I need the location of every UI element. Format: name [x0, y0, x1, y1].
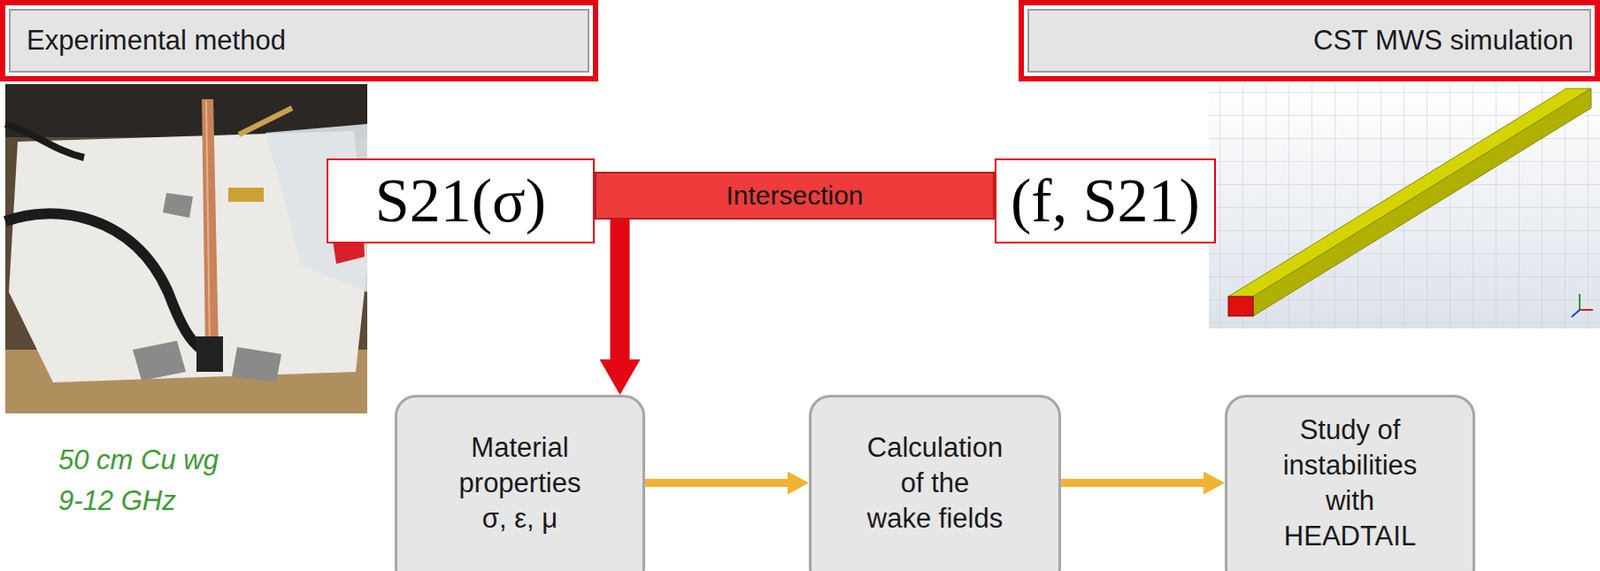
formula-box: S21(σ)	[326, 158, 595, 244]
node-text: S21(σ)	[375, 165, 547, 237]
intersection-bar: Intersection	[594, 171, 995, 220]
flow-arrow	[645, 478, 788, 487]
node-text: Material properties σ, ε, μ	[451, 430, 590, 537]
clamp	[231, 346, 282, 383]
waveguide-side	[1253, 88, 1592, 316]
header-box: CST MWS simulation	[1018, 0, 1600, 82]
flow-arrow	[1061, 478, 1204, 487]
lab-photo	[5, 84, 368, 414]
formula-box: (f, S21)	[994, 158, 1216, 244]
connector-group	[645, 482, 788, 484]
caption-line: 9-12 GHz	[58, 480, 219, 522]
header-box: Experimental method	[0, 0, 599, 82]
process-box: Study of instabilities with HEADTAIL	[1224, 394, 1476, 571]
connector-group	[619, 219, 621, 360]
yellow-block	[228, 187, 264, 202]
cable	[5, 123, 85, 158]
copper-waveguide	[201, 99, 219, 350]
tool	[238, 107, 293, 135]
cable	[5, 213, 202, 350]
cst-model	[1208, 84, 1600, 329]
copper-highlight	[206, 100, 210, 347]
connector	[196, 336, 224, 372]
clamp	[162, 192, 193, 218]
flow-arrow	[610, 219, 631, 360]
process-box: Material properties σ, ε, μ	[394, 394, 646, 571]
process-box: Calculation of the wake fields	[808, 394, 1062, 571]
node-text: (f, S21)	[1010, 165, 1200, 237]
cst-grid	[1208, 84, 1600, 329]
axis-icon	[1571, 293, 1593, 317]
photo-caption: 50 cm Cu wg9-12 GHz	[58, 439, 219, 522]
caption-line: 50 cm Cu wg	[58, 439, 219, 481]
node-text: CST MWS simulation	[1313, 24, 1574, 57]
node-text: Calculation of the wake fields	[866, 430, 1005, 537]
waveguide-port	[1228, 296, 1254, 316]
clamp	[132, 340, 186, 381]
node-text: Experimental method	[26, 24, 286, 57]
cst-ground	[1208, 84, 1600, 329]
connector-group	[1061, 482, 1204, 484]
node-text: Intersection	[725, 180, 863, 211]
node-text: Study of instabilities with HEADTAIL	[1281, 412, 1420, 554]
waveguide-top	[1228, 88, 1592, 297]
photo-ground	[5, 84, 368, 414]
